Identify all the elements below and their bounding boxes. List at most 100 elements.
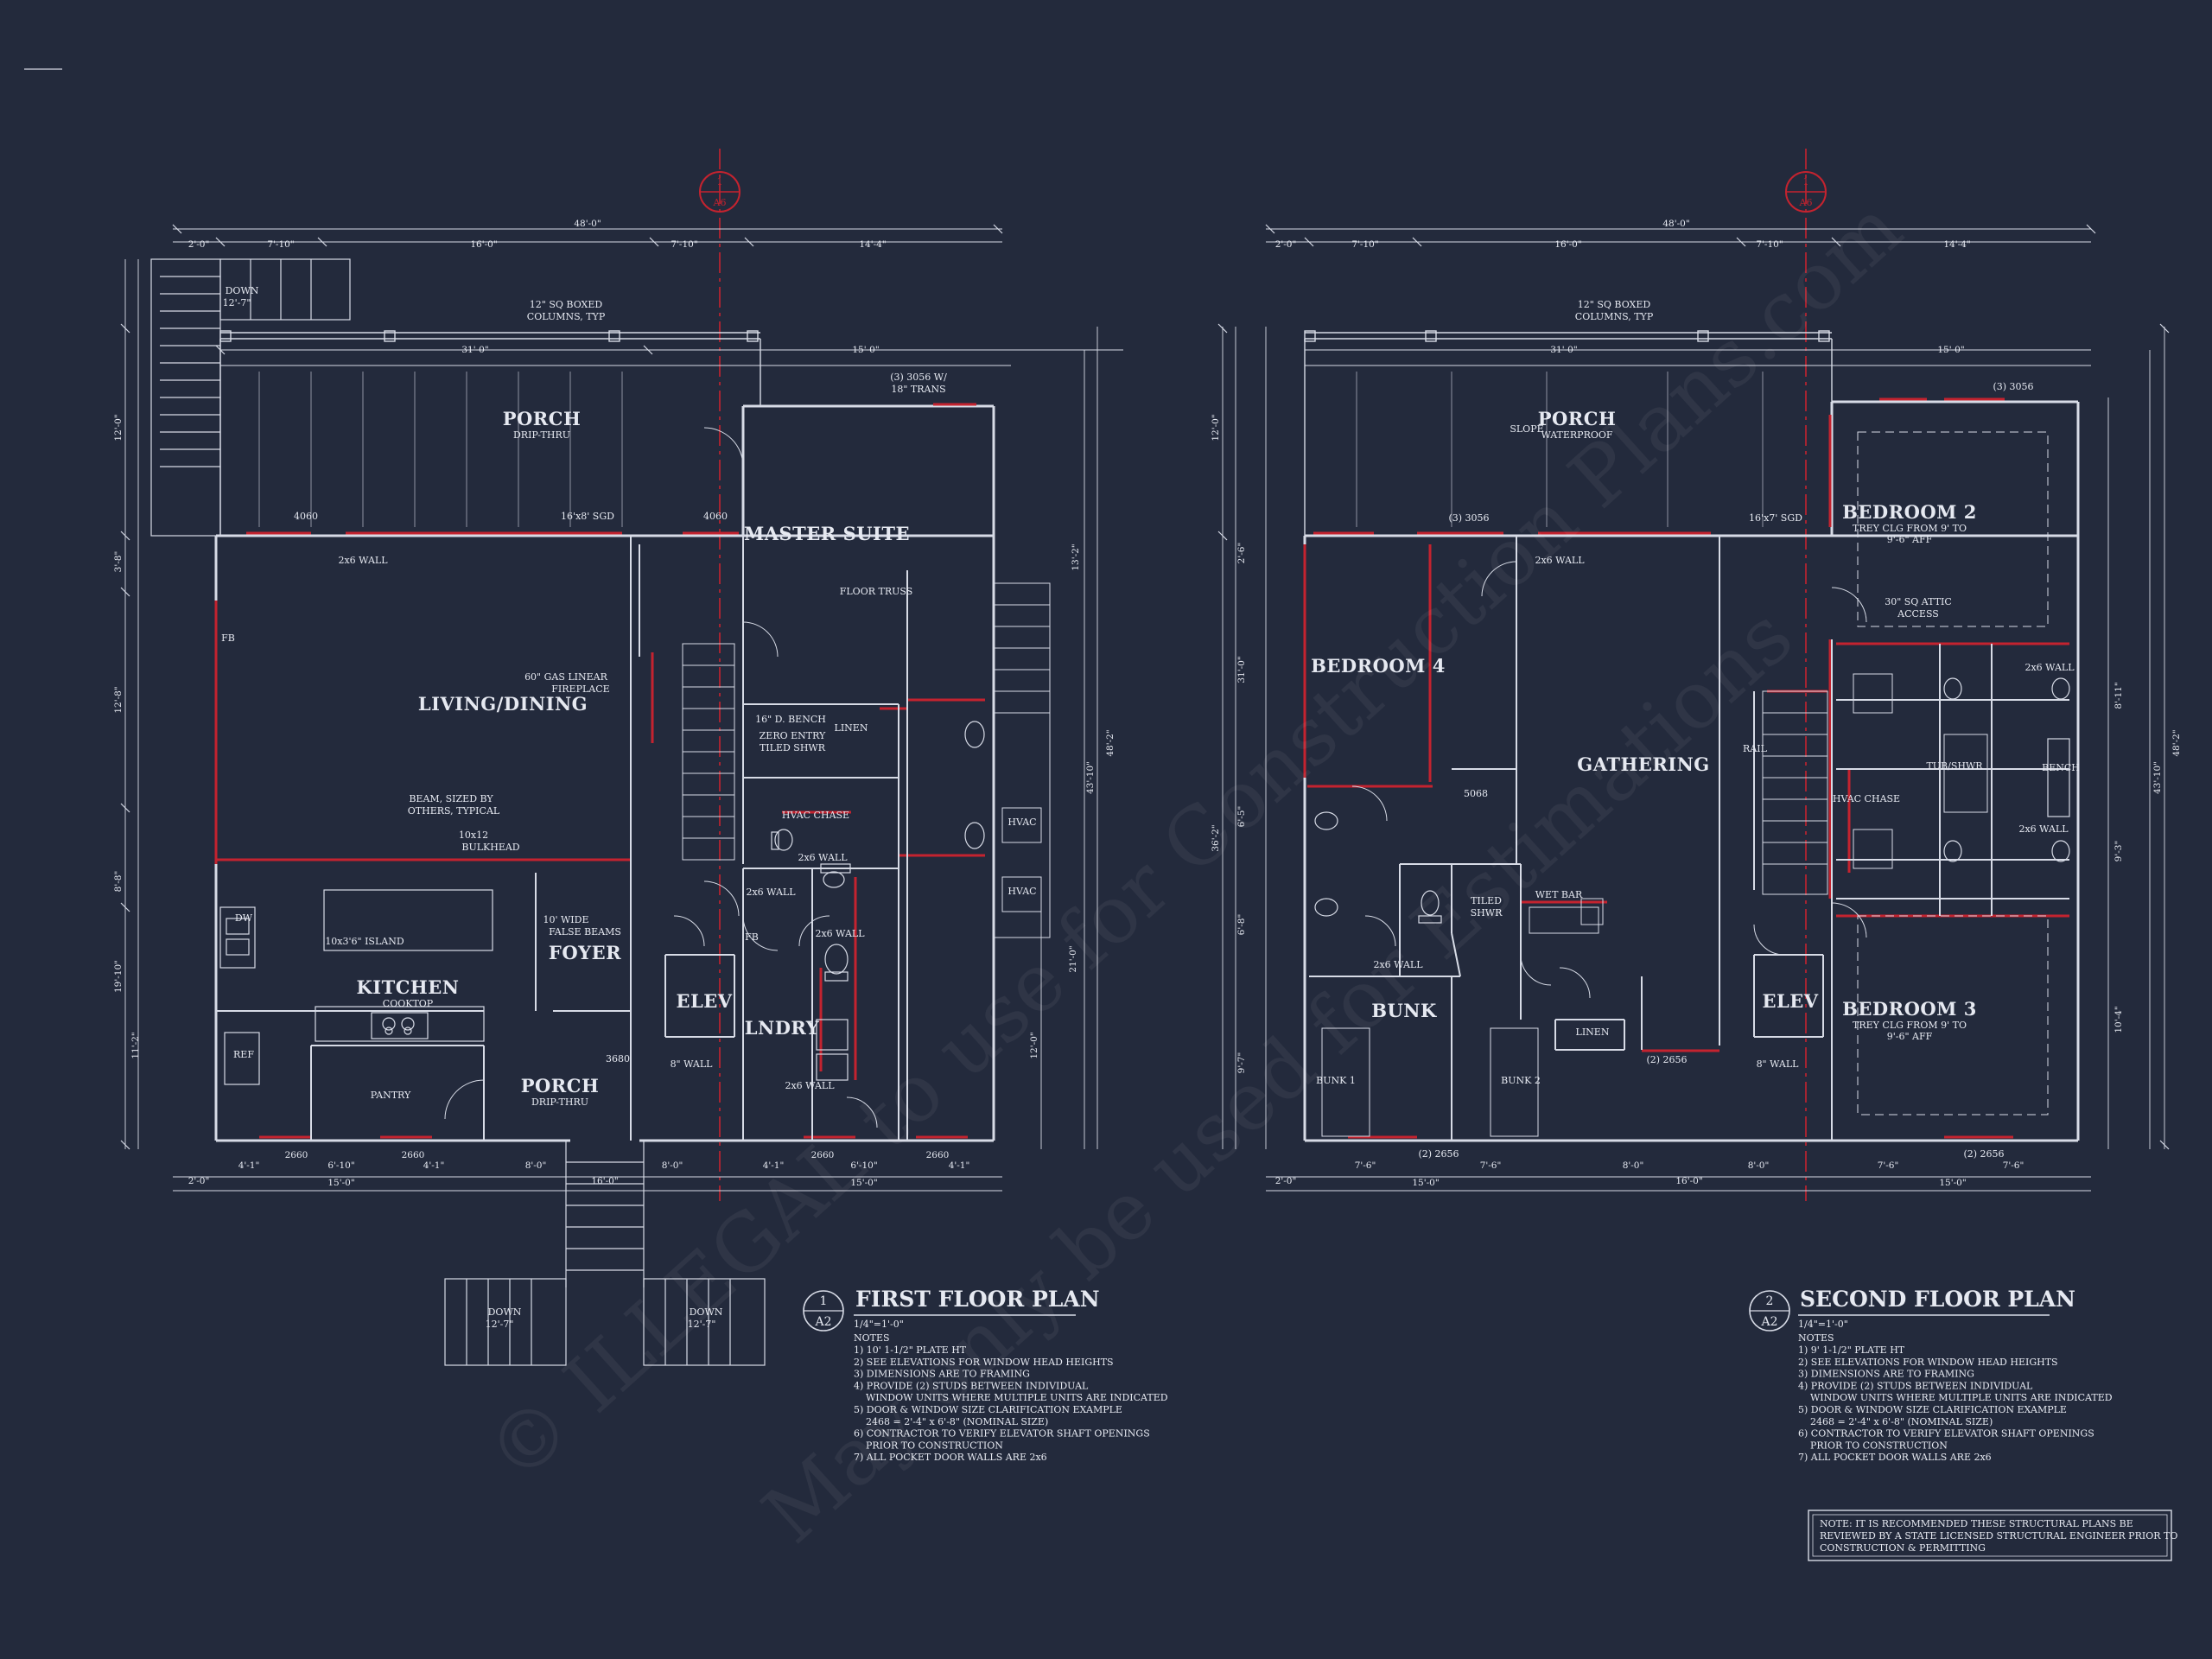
svg-text:48'-2": 48'-2" <box>2171 729 2182 756</box>
room-label: BEDROOM 3 <box>1842 998 1977 1020</box>
note-line: WINDOW UNITS WHERE MULTIPLE UNITS ARE IN… <box>1798 1392 2113 1403</box>
svg-text:31'-0": 31'-0" <box>461 345 488 355</box>
room-label: BUNK <box>1371 1000 1437 1021</box>
plan-annotation: FIREPLACE <box>551 683 609 695</box>
plan-annotation: REF <box>233 1049 254 1060</box>
plan-annotation: COLUMNS, TYP <box>1575 311 1654 322</box>
note-line: 3) DIMENSIONS ARE TO FRAMING <box>854 1369 1030 1380</box>
plan-annotation: TILED SHWR <box>760 742 826 753</box>
plan-annotation: 30" SQ ATTIC <box>1885 596 1952 607</box>
notes-heading: NOTES <box>854 1332 890 1344</box>
plan-annotation: 16'x7' SGD <box>1749 512 1802 524</box>
plan-annotation: PANTRY <box>371 1090 411 1101</box>
plan-bubble-sheet: A2 <box>814 1315 831 1329</box>
svg-text:3'-8": 3'-8" <box>113 551 124 573</box>
svg-text:6'-10": 6'-10" <box>327 1160 354 1171</box>
svg-text:48'-0": 48'-0" <box>574 219 601 229</box>
plan-annotation: 12'-7" <box>486 1319 514 1330</box>
svg-text:12'-0": 12'-0" <box>113 414 124 441</box>
plan-annotation: BULKHEAD <box>461 842 519 853</box>
second-floor-notes: 1) 9' 1-1/2" PLATE HT2) SEE ELEVATIONS F… <box>1798 1344 2113 1463</box>
plan-annotation: (3) 3056 <box>1448 512 1489 524</box>
plan-annotation: 3680 <box>606 1053 630 1065</box>
notes-heading: NOTES <box>1798 1332 1834 1344</box>
plan-annotation: DOWN <box>226 285 259 296</box>
svg-text:8'-8": 8'-8" <box>113 871 124 893</box>
room-sublabel: COOKTOP <box>383 998 434 1009</box>
plan-annotation: DOWN <box>690 1306 723 1318</box>
plan-annotation: HVAC CHASE <box>782 810 849 821</box>
structural-note-line: NOTE: IT IS RECOMMENDED THESE STRUCTURAL… <box>1820 1518 2133 1529</box>
note-line: 1) 10' 1-1/2" PLATE HT <box>854 1344 967 1356</box>
plan-annotation: LINEN <box>835 722 868 734</box>
plan-annotation: TUB/SHWR <box>1926 760 1983 772</box>
plan-annotation: HVAC <box>1007 886 1036 897</box>
plan-annotation: BUNK 2 <box>1501 1075 1541 1086</box>
plan-annotation: (3) 3056 W/ <box>890 372 947 383</box>
plan-annotation: 16'x8' SGD <box>561 511 614 522</box>
svg-text:4'-1": 4'-1" <box>238 1160 260 1171</box>
section-marker-1: 1 A6 <box>699 149 741 1201</box>
plan-annotation: (3) 3056 <box>1993 381 2033 392</box>
section-marker-sheet: A6 <box>713 197 727 208</box>
svg-text:15'-0": 15'-0" <box>850 1178 877 1188</box>
svg-text:7'-6": 7'-6" <box>1878 1160 1899 1171</box>
note-line: PRIOR TO CONSTRUCTION <box>1798 1440 1948 1451</box>
plan-annotation: ZERO ENTRY <box>760 730 826 741</box>
svg-text:7'-10": 7'-10" <box>267 239 294 250</box>
structural-note-line: REVIEWED BY A STATE LICENSED STRUCTURAL … <box>1820 1530 2177 1541</box>
svg-text:13'-2": 13'-2" <box>1071 543 1081 570</box>
plan-annotation: SHWR <box>1471 907 1503 918</box>
plan-annotation: 2x6 WALL <box>1535 555 1585 566</box>
svg-text:19'-10": 19'-10" <box>113 960 124 993</box>
plan-bubble-sheet: A2 <box>1760 1315 1777 1329</box>
svg-text:2660: 2660 <box>402 1150 425 1160</box>
svg-text:7'-10": 7'-10" <box>1756 239 1783 250</box>
plan-annotation: 10' WIDE <box>543 914 588 925</box>
note-line: 5) DOOR & WINDOW SIZE CLARIFICATION EXAM… <box>854 1404 1122 1415</box>
svg-text:31'-0": 31'-0" <box>1236 656 1247 683</box>
watermark: © ILLEGAL to use for Construction Plans.… <box>469 181 1919 1560</box>
svg-text:8'-11": 8'-11" <box>2113 682 2124 709</box>
room-label: ELEV <box>1762 990 1818 1012</box>
plan-annotation: 2x6 WALL <box>785 1080 835 1091</box>
svg-text:9'-7": 9'-7" <box>1236 1052 1247 1074</box>
room-label: BEDROOM 4 <box>1311 655 1446 677</box>
svg-text:31'-0": 31'-0" <box>1550 345 1577 355</box>
note-line: PRIOR TO CONSTRUCTION <box>854 1440 1003 1451</box>
room-label: ELEV <box>676 990 732 1012</box>
plan-title: SECOND FLOOR PLAN <box>1800 1287 2075 1312</box>
room-label: LNDRY <box>745 1017 820 1039</box>
room-label: PORCH <box>521 1075 600 1096</box>
room-sublabel: DRIP-THRU <box>531 1096 588 1108</box>
room-label: PORCH <box>503 408 582 429</box>
plan-title: FIRST FLOOR PLAN <box>855 1287 1100 1312</box>
section-marker-sheet: A6 <box>1799 197 1813 208</box>
room-label: PORCH <box>1538 408 1617 429</box>
plan-annotation: FB <box>221 632 235 644</box>
svg-text:8'-0": 8'-0" <box>1623 1160 1644 1171</box>
svg-text:12'-8": 12'-8" <box>113 686 124 713</box>
plan-annotation: 12'-7" <box>688 1319 716 1330</box>
plan-annotation: ACCESS <box>1897 608 1939 620</box>
svg-text:7'-6": 7'-6" <box>1355 1160 1376 1171</box>
plan-annotation: 2x6 WALL <box>338 555 388 566</box>
plan-annotation: 18" TRANS <box>891 384 945 395</box>
note-line: 3) DIMENSIONS ARE TO FRAMING <box>1798 1369 1974 1380</box>
room-label: BEDROOM 2 <box>1842 501 1977 523</box>
plan-annotation: 5068 <box>1464 788 1488 799</box>
room-sublabel: DRIP-THRU <box>513 429 570 441</box>
note-line: 4) PROVIDE (2) STUDS BETWEEN INDIVIDUAL <box>1798 1380 2033 1391</box>
svg-text:7'-6": 7'-6" <box>2003 1160 2024 1171</box>
room-sublabel: 9'-6" AFF <box>1887 1031 1933 1042</box>
svg-text:2660: 2660 <box>926 1150 950 1160</box>
room-label: GATHERING <box>1577 753 1709 775</box>
svg-text:8'-0": 8'-0" <box>525 1160 547 1171</box>
note-line: 6) CONTRACTOR TO VERIFY ELEVATOR SHAFT O… <box>854 1428 1150 1440</box>
plan-annotation: DOWN <box>488 1306 522 1318</box>
svg-text:14'-4": 14'-4" <box>859 239 886 250</box>
note-line: 2) SEE ELEVATIONS FOR WINDOW HEAD HEIGHT… <box>854 1357 1114 1368</box>
plan-annotation: 2x6 WALL <box>815 928 865 939</box>
